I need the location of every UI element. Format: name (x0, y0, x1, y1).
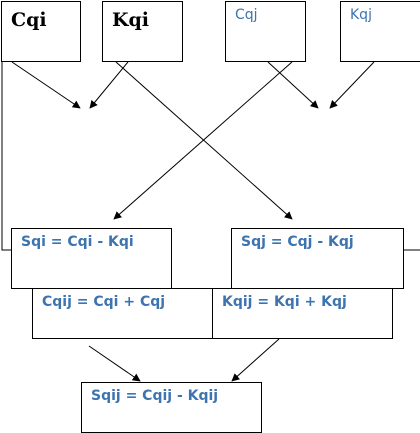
sqij-label: Sqij = Cqij - Kqij (91, 388, 219, 404)
kqi-to-left-merge-arrow (89, 61, 129, 109)
kqj-to-right-merge-arrow (329, 61, 375, 109)
kqj-label: Kqj (350, 7, 372, 23)
cqi-to-left-merge-arrow (11, 61, 81, 109)
kqi-label: Kqi (112, 9, 150, 31)
cqj-to-right-merge-arrow (267, 61, 319, 109)
kqij-box: Kqij = Kqi + Kqj (212, 288, 393, 339)
cqij-label: Cqij = Cqi + Cqj (42, 294, 166, 310)
cqij-box: Cqij = Cqi + Cqj (32, 288, 213, 339)
cqj-to-sqi-arrow (113, 61, 293, 220)
cqi-to-sqi-left-line (1, 62, 12, 251)
sqi-box: Sqi = Cqi - Kqi (11, 228, 172, 289)
kqij-label: Kqij = Kqi + Kqj (222, 294, 347, 310)
cqj-box: Cqj (225, 1, 306, 62)
cqj-label: Cqj (235, 7, 258, 23)
cqi-label: Cqi (11, 9, 47, 31)
cqi-box: Cqi (1, 1, 81, 62)
kqj-box: Kqj (340, 1, 420, 62)
sqi-label: Sqi = Cqi - Kqi (21, 234, 134, 250)
sqj-label: Sqj = Cqj - Kqj (241, 234, 354, 250)
cqij-to-sqij-arrow (88, 345, 141, 382)
kqi-box: Kqi (102, 1, 183, 62)
kqij-to-sqij-arrow (231, 338, 280, 382)
kqi-to-sqj-arrow (115, 61, 293, 220)
sqij-box: Sqij = Cqij - Kqij (81, 382, 262, 433)
sqj-box: Sqj = Cqj - Kqj (231, 228, 404, 289)
